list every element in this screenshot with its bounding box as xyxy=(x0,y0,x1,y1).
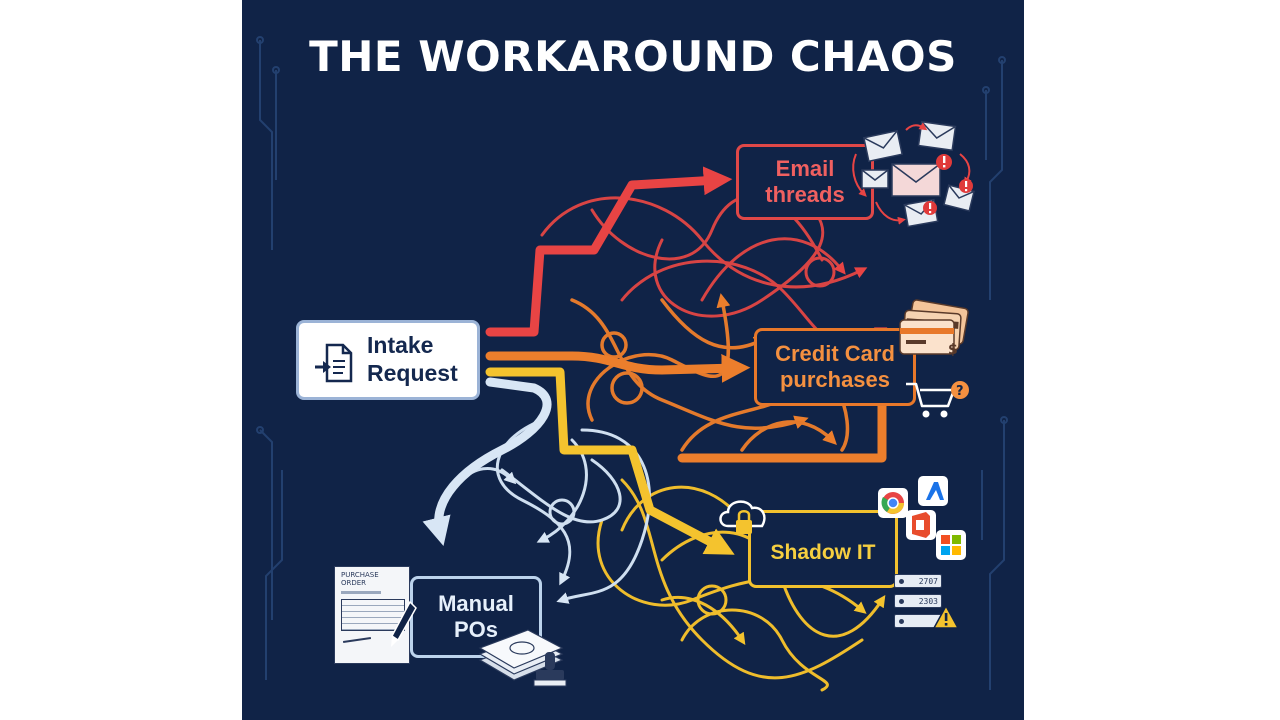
azure-icon xyxy=(918,476,948,506)
main-flows xyxy=(422,166,887,555)
warning-icon xyxy=(932,604,960,629)
envelope-icon xyxy=(862,129,904,163)
circuit-decoration xyxy=(256,36,1008,690)
email-label-line1: Email xyxy=(775,155,835,181)
email-cluster-graphic xyxy=(852,120,975,228)
tangle-white-loop xyxy=(548,498,576,526)
tangle-white-4 xyxy=(556,428,651,604)
server-label-2: 2303 xyxy=(918,597,938,606)
tangle-red-5 xyxy=(700,237,846,302)
pen-icon xyxy=(391,600,417,647)
credit-label-line2: purchases xyxy=(779,367,891,392)
intake-label-line2: Request xyxy=(367,360,458,386)
envelope-icon xyxy=(861,169,889,189)
alert-icon xyxy=(959,179,973,193)
manual-label-line1: Manual xyxy=(438,590,514,616)
envelope-icon xyxy=(891,163,941,197)
question-icon: ? xyxy=(951,381,969,399)
tangle-orange-loop xyxy=(610,371,644,405)
server-label-1: 2707 xyxy=(918,577,938,586)
diagram-canvas: THE WORKAROUND CHAOS Intake Request Emai… xyxy=(242,0,1024,720)
tangle-red-loop xyxy=(804,256,836,288)
windows-icon xyxy=(936,530,966,560)
credit-card-icon xyxy=(899,319,955,355)
flow-to-credit-lower xyxy=(677,401,887,463)
alert-icon xyxy=(936,154,952,170)
tangle-yellow-4 xyxy=(680,608,829,692)
node-shadow-it: Shadow IT xyxy=(748,510,898,588)
server-icon: 2707 xyxy=(894,574,942,588)
app-icons-graphic xyxy=(878,476,966,560)
tangle-orange-4 xyxy=(660,298,769,350)
node-manual-pos: Manual POs xyxy=(410,576,542,658)
paper-stack-icon xyxy=(478,629,564,681)
email-label-line2: threads xyxy=(765,182,845,207)
purchase-order-icon: PURCHASE ORDER xyxy=(334,566,410,664)
svg-text:$: $ xyxy=(948,342,958,358)
flow-to-shadow xyxy=(485,367,735,555)
po-title-line1: PURCHASE xyxy=(341,571,379,579)
node-intake-request: Intake Request xyxy=(296,320,480,400)
tangle-orange-loop-2 xyxy=(600,331,628,359)
node-credit-card-purchases: Credit Card purchases xyxy=(754,328,916,406)
credit-label-line1: Credit Card xyxy=(775,340,895,366)
server-icon: 2303 xyxy=(894,594,942,608)
po-title-line2: ORDER xyxy=(341,579,367,587)
tangle-white-3 xyxy=(500,458,622,524)
flow-to-email xyxy=(485,166,733,337)
dollar-icon: $ xyxy=(948,342,958,358)
tangle-red-1 xyxy=(540,196,868,289)
tangle-lines xyxy=(460,194,888,692)
shadow-label: Shadow IT xyxy=(770,541,876,565)
tangle-yellow-6 xyxy=(620,485,746,532)
manual-label-line2: POs xyxy=(453,617,498,642)
flow-to-credit xyxy=(485,351,751,383)
envelope-icon xyxy=(917,120,957,152)
workflow-diagram xyxy=(256,36,1008,692)
document-arrow-icon xyxy=(315,343,353,383)
server-stack-graphic: 2707 2303 xyxy=(894,574,950,630)
stamp-icon xyxy=(533,652,567,687)
flow-to-manual xyxy=(422,377,552,546)
tangle-yellow-5 xyxy=(660,595,746,645)
office-icon xyxy=(906,510,936,540)
chrome-icon xyxy=(878,488,908,518)
shopping-cart-icon xyxy=(906,382,956,418)
svg-text:?: ? xyxy=(956,384,964,399)
tangle-orange-5 xyxy=(740,420,837,452)
alert-icon xyxy=(923,201,937,215)
tangle-red-2 xyxy=(653,196,825,318)
cloud-lock-icon xyxy=(719,500,766,534)
intake-label-line1: Intake xyxy=(367,332,434,359)
tangle-orange-1 xyxy=(570,298,809,431)
page-title: THE WORKAROUND CHAOS xyxy=(309,32,957,81)
credit-card-cluster-graphic: $ ? xyxy=(899,299,969,418)
